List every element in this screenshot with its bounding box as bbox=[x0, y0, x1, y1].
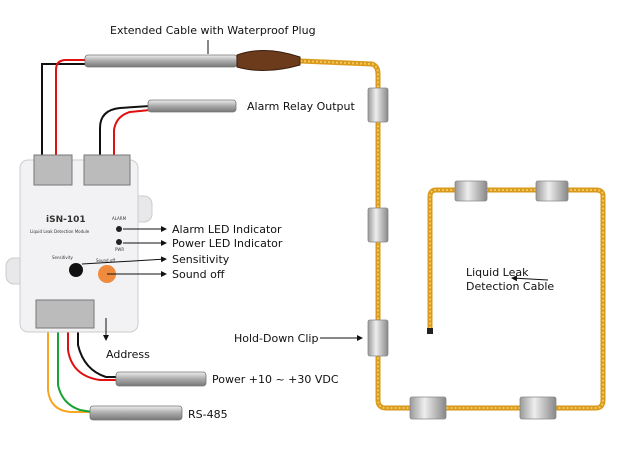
waterproof-plug bbox=[236, 49, 301, 72]
label-alarm-relay-output: Alarm Relay Output bbox=[247, 100, 355, 113]
label-cable-line1: Liquid Leak bbox=[466, 266, 529, 279]
pwr-led-label: PWR bbox=[115, 247, 124, 252]
label-rs485: RS-485 bbox=[188, 408, 228, 421]
label-alarm-led: Alarm LED Indicator bbox=[172, 223, 282, 236]
label-hold-down-clip: Hold-Down Clip bbox=[234, 332, 318, 345]
label-power-led: Power LED Indicator bbox=[172, 237, 283, 250]
label-sensitivity: Sensitivity bbox=[172, 253, 230, 266]
callout-arrows bbox=[81, 40, 549, 341]
module-subtitle: Liquid Leak Detection Module bbox=[30, 229, 90, 234]
hold-down-clips bbox=[367, 87, 569, 420]
label-address: Address bbox=[106, 348, 150, 361]
isn-101-module: iSN-101 Liquid Leak Detection Module ALA… bbox=[5, 154, 153, 333]
terminal-block-top-left bbox=[33, 154, 73, 186]
module-model: iSN-101 bbox=[46, 215, 86, 225]
rs485-cable-tube bbox=[89, 405, 183, 421]
label-sound-off: Sound off bbox=[172, 268, 225, 281]
terminal-block-bottom bbox=[35, 299, 95, 329]
power-led bbox=[116, 239, 122, 245]
wires bbox=[41, 59, 151, 413]
label-extended-cable: Extended Cable with Waterproof Plug bbox=[110, 24, 316, 37]
sensitivity-knob-label: Sensitivity bbox=[52, 255, 73, 260]
label-power: Power +10 ~ +30 VDC bbox=[212, 373, 339, 386]
terminal-block-top-right bbox=[83, 154, 131, 186]
extended-cable-tube bbox=[84, 54, 238, 68]
detection-cable bbox=[299, 58, 606, 411]
alarm-led bbox=[116, 226, 122, 232]
sensitivity-knob[interactable] bbox=[69, 263, 83, 277]
sound-off-button-label: Sound off bbox=[96, 258, 115, 263]
label-cable-line2: Detection Cable bbox=[466, 280, 554, 293]
alarm-led-label: ALARM bbox=[112, 216, 127, 221]
power-cable-tube bbox=[115, 371, 207, 387]
relay-cable-tube bbox=[147, 99, 237, 113]
cable-end-cap bbox=[427, 328, 433, 334]
